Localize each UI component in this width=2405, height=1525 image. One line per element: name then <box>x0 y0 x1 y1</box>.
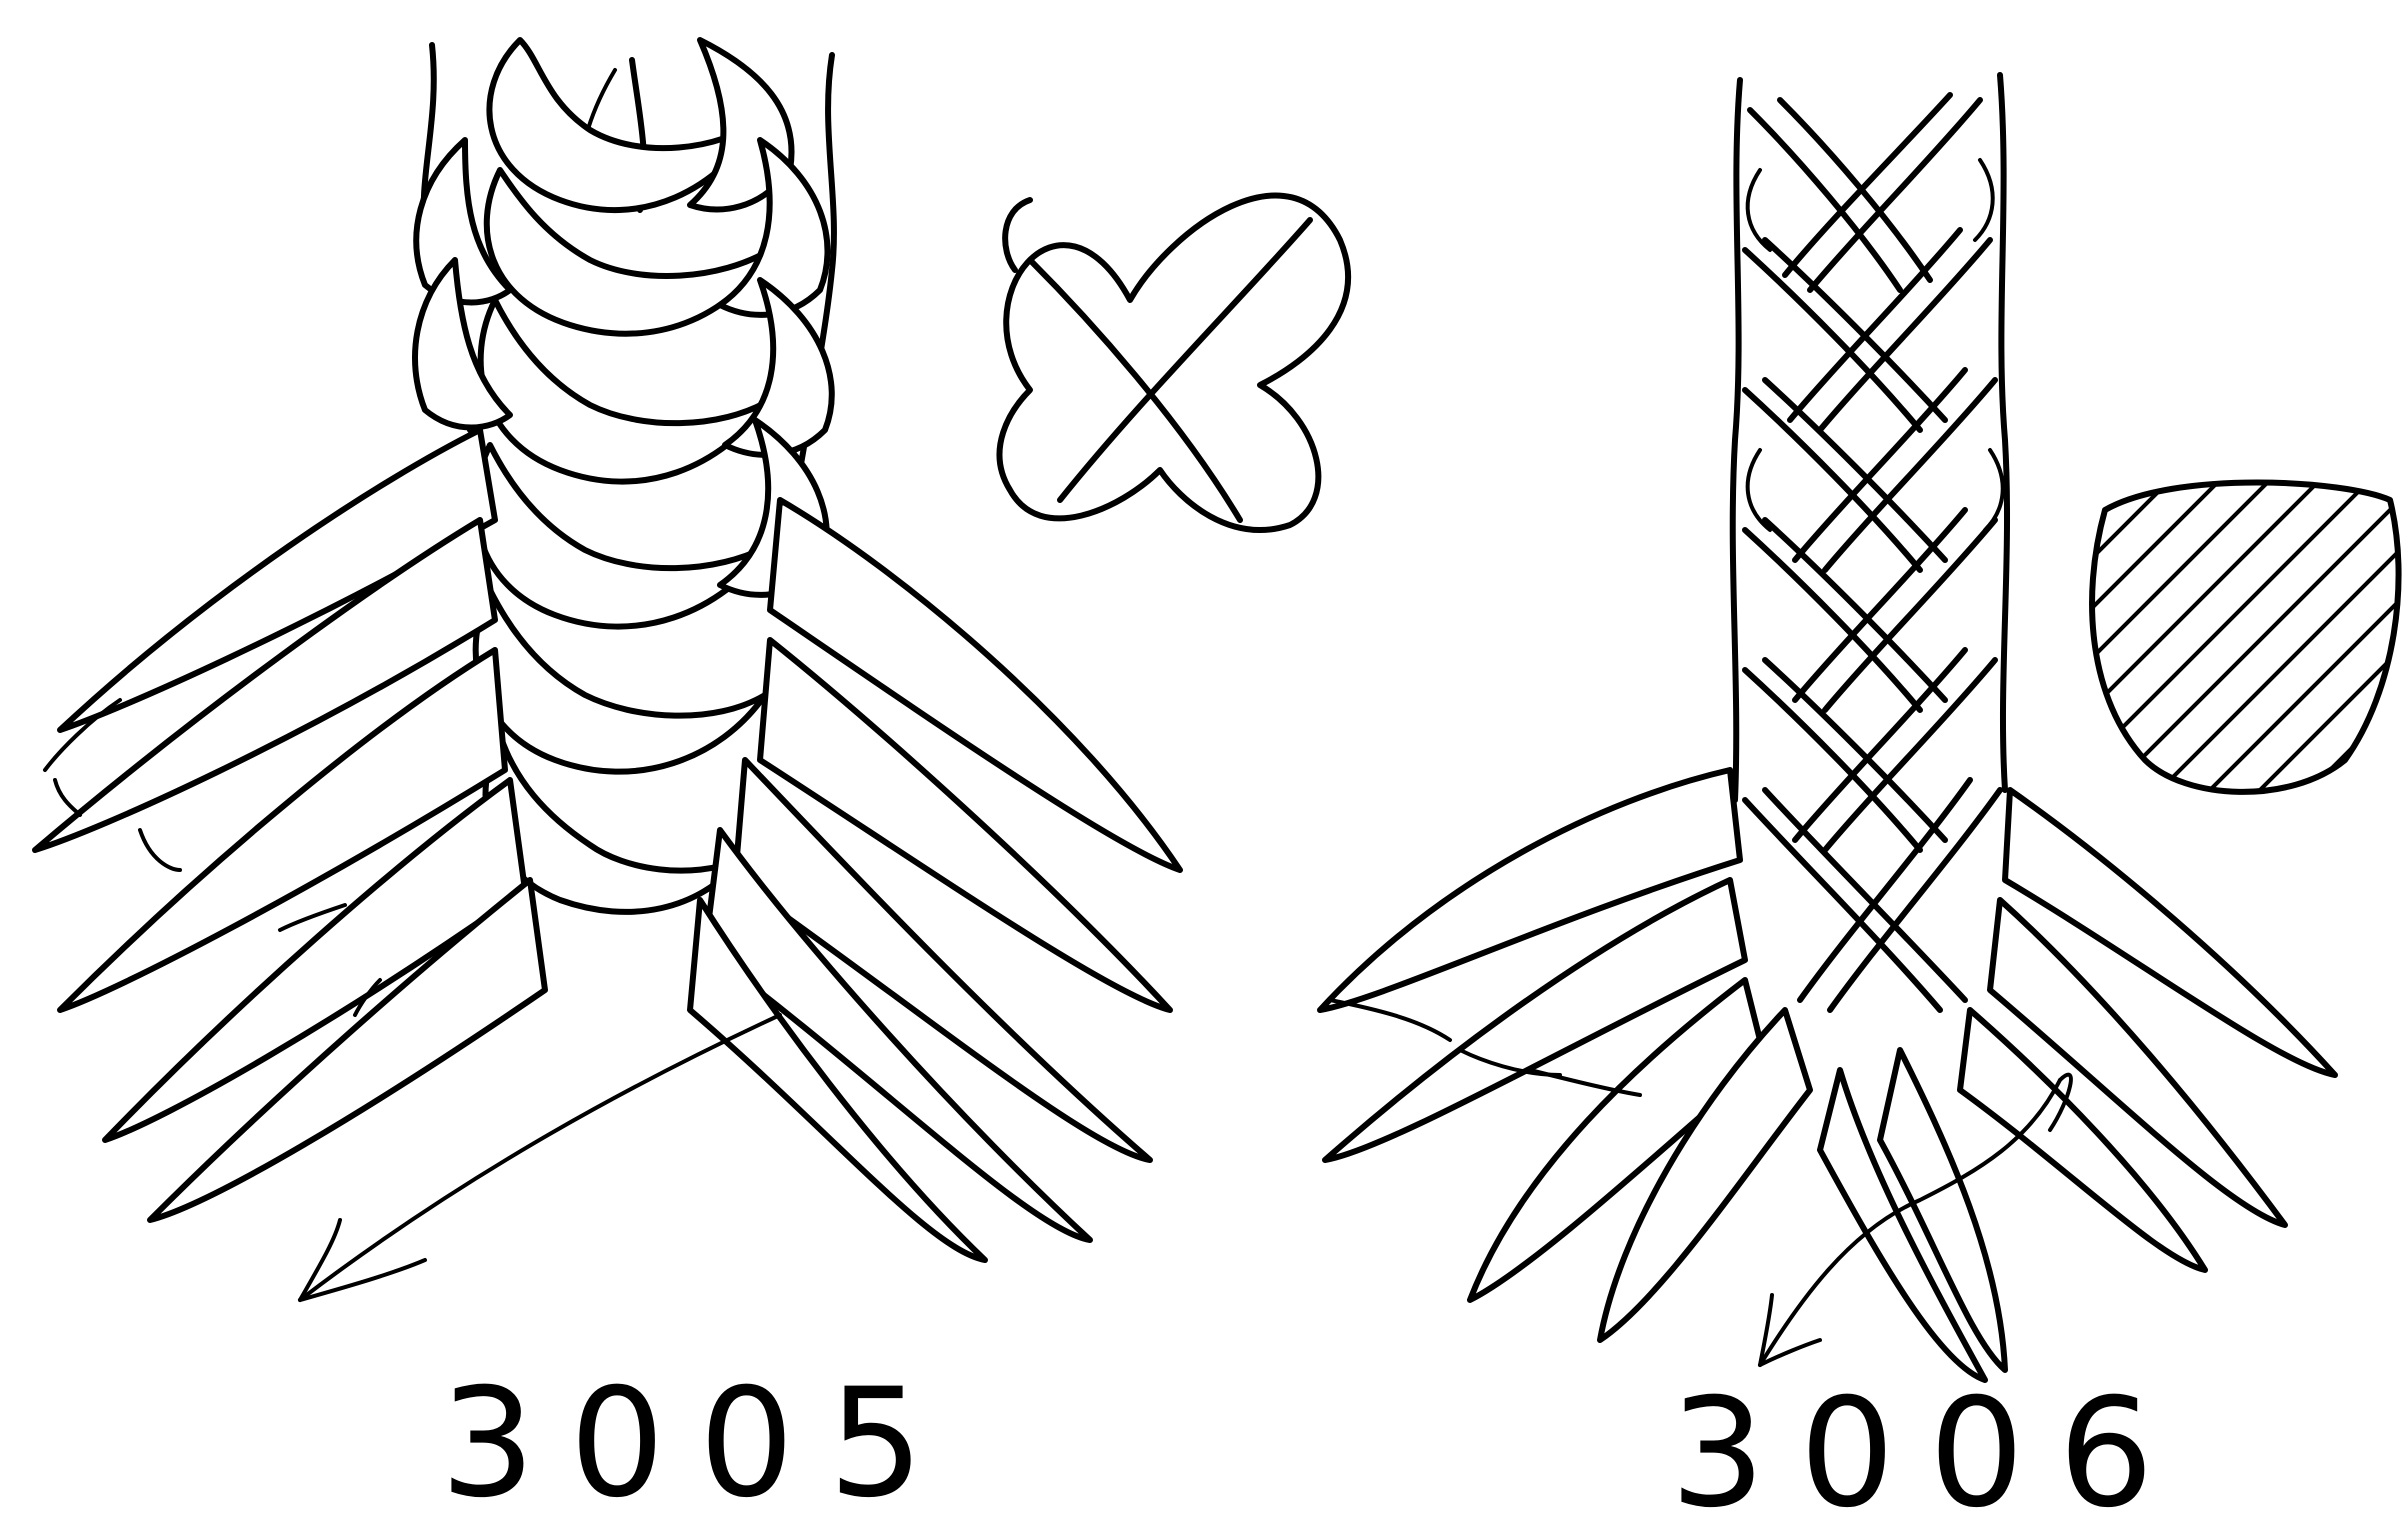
cross-section-solid-round <box>2060 420 2405 860</box>
fan-left-3005 <box>35 430 545 1220</box>
figure-number-3006: 3006 <box>1670 1367 2188 1525</box>
fan-right-3005 <box>690 500 1180 1260</box>
figure-number-3005: 3005 <box>440 1357 958 1525</box>
figure-3005: 3005 <box>35 40 1348 1525</box>
cross-section-four-lobed <box>1000 195 1349 529</box>
fan-left-3006 <box>1320 770 1810 1340</box>
figure-3006: 3006 <box>1320 75 2405 1525</box>
braid-plait-3006 <box>1745 95 2003 1010</box>
